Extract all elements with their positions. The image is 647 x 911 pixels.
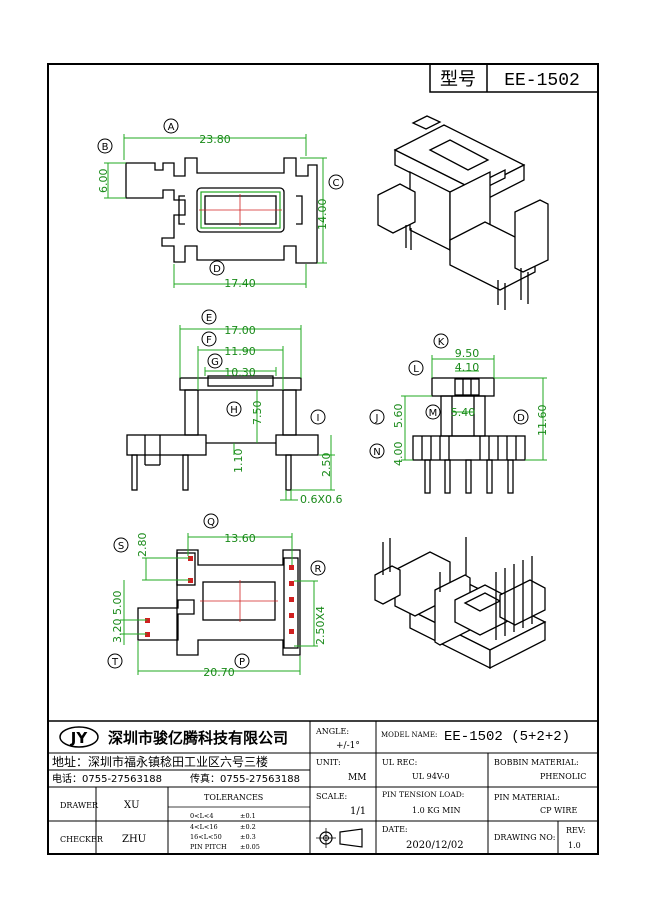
rev-label: REV: bbox=[566, 826, 586, 835]
dim-g-marker: G bbox=[211, 357, 219, 368]
dim-g-value: 10.30 bbox=[224, 366, 256, 379]
dim-k-value: 9.50 bbox=[455, 347, 480, 360]
dim-h-value: 7.50 bbox=[251, 401, 264, 426]
dim-f-marker: F bbox=[206, 335, 212, 346]
tol-value-1: ±0.1 bbox=[240, 812, 256, 820]
dim-r-value: 2.50X4 bbox=[314, 606, 327, 645]
dim-e-marker: E bbox=[206, 313, 212, 324]
drawing-no-label: DRAWING NO: bbox=[494, 833, 555, 842]
dim-c-marker: C bbox=[333, 178, 340, 189]
dim-q-value: 13.60 bbox=[224, 532, 256, 545]
dim-h2-value: 1.10 bbox=[232, 449, 245, 474]
company-logo bbox=[59, 726, 99, 748]
dim-m-value: 5.40 bbox=[451, 406, 476, 419]
bottom-view: 13.60 Q 2.80 S 5.00 3.20 T 2.50X4 R 20.7… bbox=[107, 513, 327, 679]
dim-a-marker: A bbox=[168, 122, 175, 133]
checker-label: CHECKER bbox=[60, 835, 104, 844]
dim-a-value: 23.80 bbox=[199, 133, 231, 146]
dim-b-marker: B bbox=[102, 142, 109, 153]
dim-r-marker: R bbox=[315, 564, 322, 575]
ul-rec-value: UL 94V-0 bbox=[412, 772, 450, 781]
front-view: 17.00 E 11.90 F 10.30 G 7.50 H 1.10 2.50… bbox=[126, 309, 343, 506]
dim-e-value: 17.00 bbox=[224, 324, 256, 337]
bobbin-material-label: BOBBIN MATERIAL: bbox=[494, 758, 579, 767]
tol-value-2: ±0.2 bbox=[240, 823, 256, 831]
dim-d2-marker: D bbox=[517, 413, 525, 424]
angle-label: ANGLE: bbox=[315, 727, 349, 736]
iso-view-top bbox=[377, 115, 549, 310]
tol-range-1: 0<L<4 bbox=[190, 812, 213, 820]
date-label: DATE: bbox=[382, 825, 408, 834]
company-name: 深圳市骏亿腾科技有限公司 bbox=[108, 729, 288, 747]
dim-j-value: 5.60 bbox=[392, 404, 405, 429]
drawer-label: DRAWER bbox=[60, 801, 99, 810]
iso-view-bottom bbox=[374, 537, 547, 670]
pin-size-value: 0.6X0.6 bbox=[300, 493, 343, 506]
dim-l-value: 4.10 bbox=[455, 361, 480, 374]
dim-h-marker: H bbox=[230, 405, 238, 416]
tol-range-4: PIN PITCH bbox=[190, 843, 227, 851]
dim-p-marker: P bbox=[239, 657, 245, 668]
model-title-box: 型号 EE-1502 bbox=[429, 63, 599, 93]
date-value: 2020/12/02 bbox=[406, 840, 464, 851]
dim-l-marker: L bbox=[413, 364, 419, 375]
sheet-border bbox=[47, 63, 599, 855]
scale-label: SCALE: bbox=[316, 792, 347, 801]
unit-label: UNIT: bbox=[316, 758, 341, 767]
dim-t-value: 3.20 bbox=[111, 619, 124, 644]
scale-value: 1/1 bbox=[350, 806, 366, 817]
dim-n-marker: N bbox=[373, 447, 380, 458]
tolerances-label: TOLERANCES bbox=[204, 793, 263, 802]
pin-material-value: CP WIRE bbox=[540, 806, 577, 815]
side-view: 9.50 K 4.10 L 5.40 M 5.60 J 4.00 N 11.60… bbox=[369, 333, 549, 494]
title-block: JY 深圳市骏亿腾科技有限公司 地址：深圳市福永镇稔田工业区六号三楼 电话：07… bbox=[48, 720, 598, 854]
dim-n-value: 4.00 bbox=[392, 442, 405, 467]
model-code: EE-1502 bbox=[504, 71, 580, 91]
bobbin-material-value: PHENOLIC bbox=[540, 772, 586, 781]
dim-s-value: 2.80 bbox=[136, 533, 149, 558]
tol-range-3: 16<L<50 bbox=[190, 833, 222, 841]
top-view: 23.80 A 6.00 B 14.00 C 17.40 D bbox=[97, 118, 344, 290]
dim-p-value: 20.70 bbox=[203, 666, 235, 679]
dim-b-value: 6.00 bbox=[97, 169, 110, 194]
drawer-value: XU bbox=[124, 800, 140, 811]
company-phone: 电话：0755-27563188 bbox=[52, 772, 162, 785]
logo-text: JY bbox=[70, 729, 89, 747]
dim-i-value: 2.50 bbox=[320, 453, 333, 478]
company-fax: 传真：0755-27563188 bbox=[190, 772, 300, 785]
dim-k-marker: K bbox=[438, 337, 445, 348]
pin-material-label: PIN MATERIAL: bbox=[494, 793, 560, 802]
tol-value-4: ±0.05 bbox=[240, 843, 260, 851]
dim-i-marker: I bbox=[317, 413, 320, 424]
tol-range-2: 4<L<16 bbox=[190, 823, 218, 831]
dim-s-marker: S bbox=[118, 541, 124, 552]
dim-d-value: 17.40 bbox=[224, 277, 256, 290]
rev-value: 1.0 bbox=[568, 841, 581, 850]
dim-d2-value: 11.60 bbox=[536, 405, 549, 437]
ul-rec-label: UL REC: bbox=[382, 758, 417, 767]
dim-d-marker: D bbox=[213, 264, 221, 275]
dim-s2-value: 5.00 bbox=[111, 591, 124, 616]
dim-q-marker: Q bbox=[207, 517, 215, 528]
unit-value: MM bbox=[348, 773, 366, 783]
checker-value: ZHU bbox=[122, 834, 146, 845]
dim-t-marker: T bbox=[111, 657, 119, 668]
projection-symbol-icon bbox=[316, 828, 363, 848]
model-name-label: MODEL NAME: bbox=[381, 731, 437, 739]
tol-value-3: ±0.3 bbox=[240, 833, 256, 841]
dim-m-marker: M bbox=[429, 408, 438, 419]
model-label: 型号 bbox=[440, 69, 476, 90]
company-address: 地址：深圳市福永镇稔田工业区六号三楼 bbox=[52, 754, 268, 769]
model-name-value: EE-1502 (5+2+2) bbox=[444, 729, 570, 745]
angle-value: +/-1° bbox=[336, 741, 360, 751]
pin-tension-label: PIN TENSION LOAD: bbox=[382, 790, 464, 799]
dim-c-value: 14.00 bbox=[316, 199, 329, 231]
dim-j-marker: J bbox=[375, 413, 379, 424]
pin-tension-value: 1.0 KG MIN bbox=[412, 806, 461, 815]
dim-f-value: 11.90 bbox=[224, 345, 256, 358]
